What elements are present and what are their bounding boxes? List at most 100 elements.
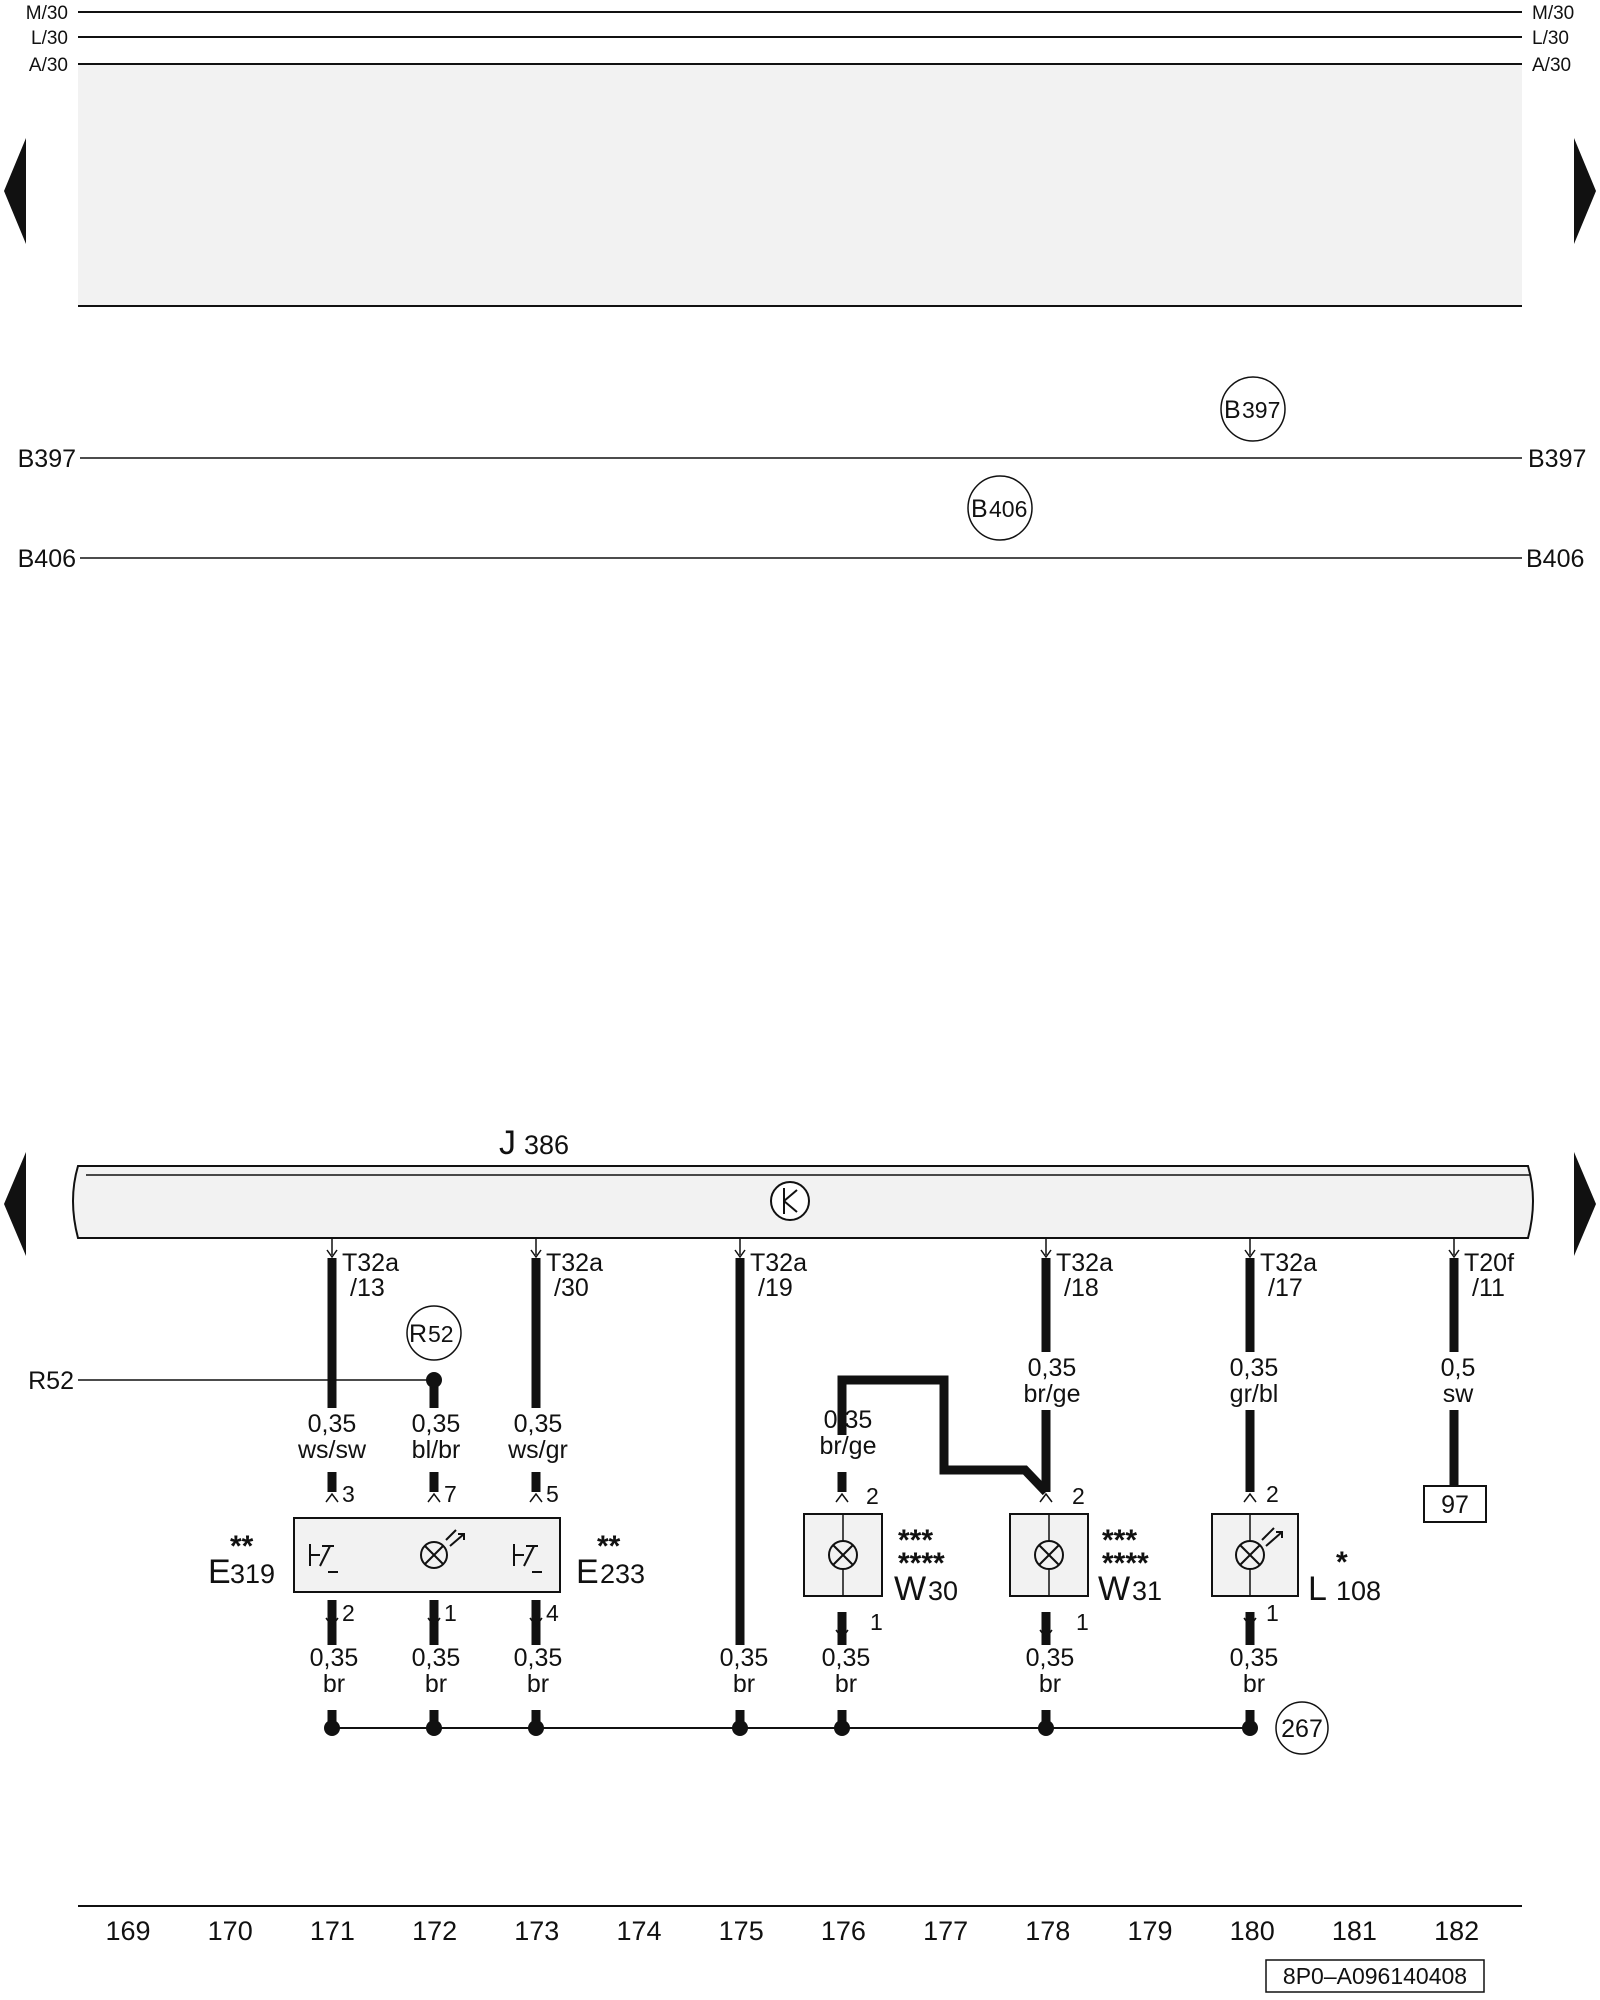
w30-stars-1: *** bbox=[898, 1524, 933, 1557]
connectors: T32a /13 T32a /30 T32a /19 T32a /18 T32a… bbox=[326, 1238, 1514, 1302]
pin-arrow-182 bbox=[1448, 1249, 1460, 1259]
w30-letter: W bbox=[894, 1570, 926, 1608]
page-next-arrow-lower-icon[interactable] bbox=[1574, 1152, 1596, 1256]
ground-junction-176 bbox=[834, 1720, 850, 1736]
wire-176-loop bbox=[837, 1375, 1050, 1496]
wire-172-bot-color: br bbox=[425, 1670, 447, 1698]
pin-173-bot: 4 bbox=[546, 1600, 559, 1626]
connector-173-pin: /30 bbox=[554, 1274, 589, 1302]
wire-178-bot-color: br bbox=[1039, 1670, 1061, 1698]
bus-b397-left-label: B397 bbox=[18, 445, 76, 473]
rail-m30-right: M/30 bbox=[1532, 3, 1574, 24]
l108-number: 108 bbox=[1336, 1576, 1381, 1606]
ground-junction-175 bbox=[732, 1720, 748, 1736]
pin-180-bot: 1 bbox=[1266, 1600, 1279, 1626]
ground-junction-172 bbox=[426, 1720, 442, 1736]
wire-182-top-size: 0,5 bbox=[1441, 1354, 1476, 1382]
wire-173-top-color: ws/gr bbox=[507, 1436, 568, 1464]
e319-stars: ** bbox=[230, 1530, 254, 1563]
bus-b406-circle-letter: B bbox=[971, 495, 988, 523]
ground-junction-173 bbox=[528, 1720, 544, 1736]
column-label-178: 178 bbox=[1025, 1916, 1070, 1946]
bus-b406-left-label: B406 bbox=[18, 545, 76, 573]
wire-171-top-color: ws/sw bbox=[297, 1436, 367, 1464]
bus-b406-circle: B 406 bbox=[967, 475, 1033, 541]
page-prev-arrow-lower-icon[interactable] bbox=[4, 1152, 26, 1256]
w31-stars-1: *** bbox=[1102, 1524, 1137, 1557]
connector-171-name: T32a bbox=[342, 1249, 399, 1277]
connector-178-pin: /18 bbox=[1064, 1274, 1099, 1302]
pin-171-top: 3 bbox=[342, 1481, 355, 1507]
connector-173-name: T32a bbox=[546, 1249, 603, 1277]
connector-178-name: T32a bbox=[1056, 1249, 1113, 1277]
page-prev-arrow-icon[interactable] bbox=[4, 138, 26, 244]
ground-bus: 267 bbox=[324, 1701, 1329, 1755]
wire-180-top-size: 0,35 bbox=[1230, 1354, 1279, 1382]
e233-number: 233 bbox=[600, 1559, 645, 1589]
wire-173-bot-color: br bbox=[527, 1670, 549, 1698]
label-bg-171 bbox=[300, 1408, 366, 1466]
bus-b397-right-label: B397 bbox=[1528, 445, 1586, 473]
column-label-174: 174 bbox=[616, 1916, 661, 1946]
connector-175-pin: /19 bbox=[758, 1274, 793, 1302]
w31-number: 31 bbox=[1132, 1576, 1162, 1606]
ground-267-circle bbox=[1275, 1701, 1329, 1755]
pin-173-top: 5 bbox=[546, 1481, 559, 1507]
rail-l30-left: L/30 bbox=[31, 28, 68, 49]
wires bbox=[327, 1258, 1459, 1728]
e319-letter: E bbox=[208, 1553, 231, 1591]
pin-numbers: 3 7 5 2 1 4 2 1 2 1 2 1 bbox=[342, 1481, 1279, 1635]
bus-b406-circle-number: 406 bbox=[989, 496, 1027, 522]
connector-182-name: T20f bbox=[1464, 1249, 1514, 1277]
bus-b397-circle-letter: B bbox=[1224, 396, 1241, 424]
switch-e233-icon bbox=[513, 1544, 542, 1573]
pin-172-bot: 1 bbox=[444, 1600, 457, 1626]
connector-180-pin: /17 bbox=[1268, 1274, 1303, 1302]
wire-180-bot-color: br bbox=[1243, 1670, 1265, 1698]
pin-arrows bbox=[325, 1492, 1257, 1640]
bus-b406-right-label: B406 bbox=[1526, 545, 1584, 573]
r52-circle: R 52 bbox=[406, 1305, 462, 1361]
bus-lines: B397 B397 B 397 B406 B406 B 406 bbox=[18, 376, 1586, 573]
w31-stars-2: **** bbox=[1102, 1547, 1149, 1580]
l108-letter: L bbox=[1308, 1570, 1327, 1608]
wire-175-bot-color: br bbox=[733, 1670, 755, 1698]
wire-176-top-color: br/ge bbox=[820, 1432, 877, 1460]
r52-branch: R52 R 52 bbox=[28, 1305, 462, 1395]
doc-code-label: 8P0–A096140408 bbox=[1283, 1963, 1467, 1989]
connector-171-pin: /13 bbox=[350, 1274, 385, 1302]
wire-178-bot-size: 0,35 bbox=[1026, 1644, 1075, 1672]
r52-circle-number: 52 bbox=[428, 1321, 454, 1347]
wire-178-top-size: 0,35 bbox=[1028, 1354, 1077, 1382]
ref-box-97[interactable] bbox=[1423, 1485, 1487, 1523]
column-label-177: 177 bbox=[923, 1916, 968, 1946]
wire-176-bot-size: 0,35 bbox=[822, 1644, 871, 1672]
components: ** E 319 ** E 233 *** **** W 30 *** ****… bbox=[208, 1485, 1487, 1608]
pin-arrow-178 bbox=[1040, 1249, 1052, 1259]
column-label-169: 169 bbox=[105, 1916, 150, 1946]
pin-178-bot: 1 bbox=[1076, 1609, 1089, 1635]
w30-number: 30 bbox=[928, 1576, 958, 1606]
ref-box-97-label: 97 bbox=[1441, 1491, 1469, 1519]
e233-letter: E bbox=[576, 1553, 599, 1591]
column-label-173: 173 bbox=[514, 1916, 559, 1946]
wire-172-top-size: 0,35 bbox=[412, 1410, 461, 1438]
connector-180-name: T32a bbox=[1260, 1249, 1317, 1277]
pin-172-top: 7 bbox=[444, 1481, 457, 1507]
rail-a30-right: A/30 bbox=[1532, 55, 1571, 76]
column-label-172: 172 bbox=[412, 1916, 457, 1946]
top-rails: M/30 L/30 A/30 M/30 L/30 A/30 bbox=[4, 3, 1596, 307]
ground-267-label: 267 bbox=[1281, 1715, 1323, 1743]
page-next-arrow-icon[interactable] bbox=[1574, 138, 1596, 244]
wire-171-bot-color: br bbox=[323, 1670, 345, 1698]
column-label-180: 180 bbox=[1230, 1916, 1275, 1946]
column-label-181: 181 bbox=[1332, 1916, 1377, 1946]
wire-176-bot-color: br bbox=[835, 1670, 857, 1698]
wire-171-bot-size: 0,35 bbox=[310, 1644, 359, 1672]
pin-arrow-171 bbox=[326, 1249, 338, 1259]
doc-code-box bbox=[1265, 1959, 1485, 1993]
bus-b397-circle-number: 397 bbox=[1242, 397, 1280, 423]
column-label-179: 179 bbox=[1127, 1916, 1172, 1946]
